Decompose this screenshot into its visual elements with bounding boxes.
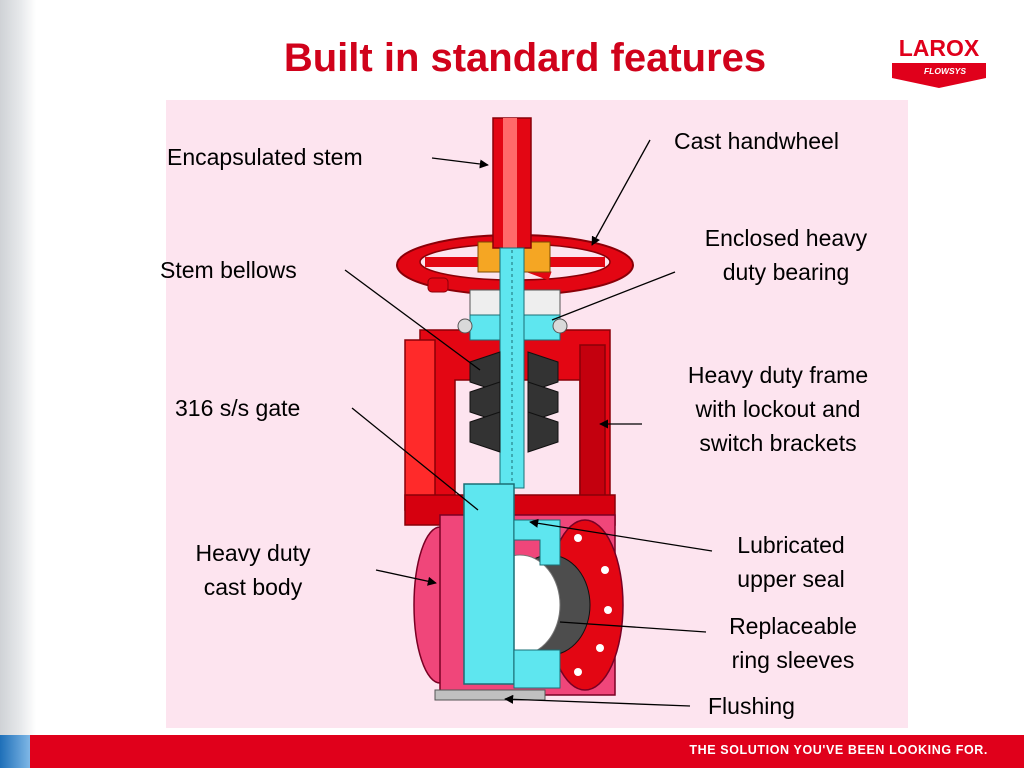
label-gate: 316 s/s gate bbox=[175, 395, 301, 421]
encapsulated-stem bbox=[492, 117, 532, 489]
label-upper-seal: Lubricated upper seal bbox=[700, 528, 882, 596]
label-encapsulated-stem: Encapsulated stem bbox=[167, 144, 363, 170]
leader-encapsulated-stem bbox=[431, 157, 489, 169]
leader-cast-handwheel bbox=[591, 139, 651, 246]
label-cast-body-line1: Heavy duty bbox=[195, 540, 311, 566]
logo-subbrand: FLOWSYS bbox=[924, 66, 966, 76]
label-frame: Heavy duty frame with lockout and switch… bbox=[655, 358, 901, 460]
stem-bellows bbox=[469, 351, 559, 453]
label-upper-seal-line2: upper seal bbox=[737, 566, 845, 592]
slide-title: Built in standard features bbox=[283, 36, 767, 80]
label-ring-sleeves-line1: Replaceable bbox=[729, 613, 857, 639]
leader-ring-sleeves bbox=[559, 621, 707, 633]
label-ring-sleeves: Replaceable ring sleeves bbox=[700, 609, 886, 677]
gate bbox=[463, 483, 561, 689]
left-edge-shading bbox=[0, 0, 36, 735]
leader-upper-seal bbox=[529, 518, 713, 552]
label-cast-handwheel: Cast handwheel bbox=[674, 128, 839, 154]
label-enclosed-bearing: Enclosed heavy duty bearing bbox=[666, 221, 906, 289]
leader-body bbox=[375, 569, 437, 586]
logo-wordmark: LAROX bbox=[899, 35, 980, 61]
leader-flushing bbox=[504, 694, 691, 707]
leader-lines bbox=[344, 139, 713, 707]
label-cast-body-line2: cast body bbox=[203, 574, 303, 600]
label-flushing: Flushing bbox=[708, 693, 795, 719]
label-frame-line3: switch brackets bbox=[699, 430, 857, 456]
leader-stem-bellows bbox=[344, 269, 481, 371]
footer-accent bbox=[0, 735, 30, 768]
leader-bearing bbox=[551, 271, 676, 321]
footer-bar: THE SOLUTION YOU'VE BEEN LOOKING FOR. bbox=[0, 735, 1024, 768]
label-stem-bellows: Stem bellows bbox=[160, 257, 297, 283]
footer-tagline: THE SOLUTION YOU'VE BEEN LOOKING FOR. bbox=[689, 743, 988, 757]
label-enclosed-bearing-line2: duty bearing bbox=[722, 259, 850, 285]
label-frame-line2: with lockout and bbox=[695, 396, 861, 422]
label-frame-line1: Heavy duty frame bbox=[687, 362, 869, 388]
label-cast-body: Heavy duty cast body bbox=[163, 536, 343, 604]
label-upper-seal-line1: Lubricated bbox=[737, 532, 845, 558]
leader-gate bbox=[351, 407, 479, 511]
label-ring-sleeves-line2: ring sleeves bbox=[731, 647, 855, 673]
larox-logo: LAROX FLOWSYS bbox=[888, 34, 990, 90]
label-enclosed-bearing-line1: Enclosed heavy bbox=[704, 225, 868, 251]
